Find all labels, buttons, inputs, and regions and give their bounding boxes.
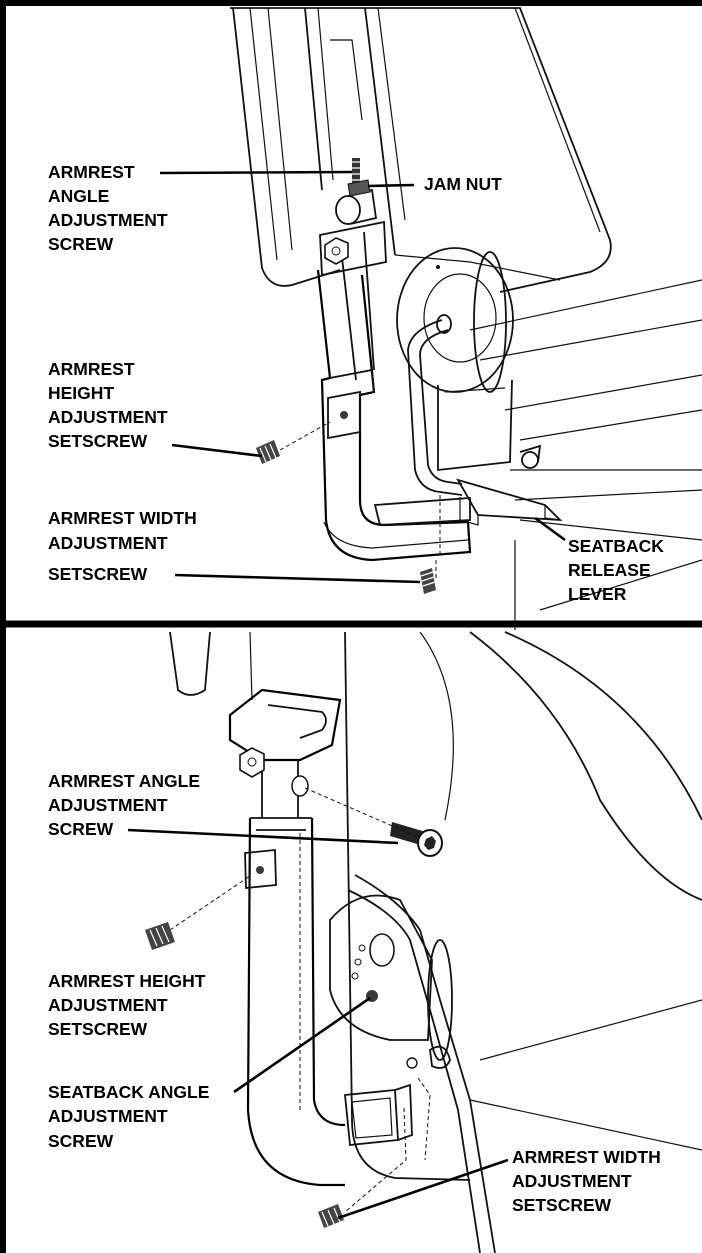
svg-text:ADJUSTMENT: ADJUSTMENT xyxy=(48,210,168,230)
top-label-seatback-release-lever: SEATBACK RELEASE LEVER xyxy=(568,536,664,604)
pin-clip xyxy=(519,444,542,469)
top-leader-release-lever xyxy=(534,516,566,542)
svg-text:RELEASE: RELEASE xyxy=(568,560,651,580)
svg-text:SETSCREW: SETSCREW xyxy=(48,564,148,584)
svg-text:ARMREST: ARMREST xyxy=(48,162,135,182)
top-leader-angle-screw xyxy=(159,170,353,175)
svg-text:JAM NUT: JAM NUT xyxy=(424,174,502,194)
svg-text:SEATBACK ANGLE: SEATBACK ANGLE xyxy=(48,1082,209,1102)
release-lever-rod xyxy=(407,314,563,526)
top-leader-width-setscrew xyxy=(174,573,421,584)
svg-text:ADJUSTMENT: ADJUSTMENT xyxy=(48,533,168,553)
hinge-plate xyxy=(329,894,453,1061)
top-angle-screw xyxy=(335,158,378,225)
bottom-label-armrest-height-setscrew: ARMREST HEIGHT ADJUSTMENT SETSCREW xyxy=(48,971,206,1039)
top-label-armrest-height-setscrew: ARMREST HEIGHT ADJUSTMENT SETSCREW xyxy=(48,359,168,451)
svg-text:ADJUSTMENT: ADJUSTMENT xyxy=(48,995,168,1015)
svg-text:SETSCREW: SETSCREW xyxy=(512,1195,612,1215)
svg-text:LEVER: LEVER xyxy=(568,584,627,604)
bottom-leader-width-setscrew xyxy=(337,1158,509,1220)
top-label-armrest-angle-screw: ARMREST ANGLE ADJUSTMENT SCREW xyxy=(48,162,168,254)
bottom-label-armrest-width-setscrew: ARMREST WIDTH ADJUSTMENT SETSCREW xyxy=(512,1147,661,1215)
top-label-jam-nut: JAM NUT xyxy=(424,174,502,194)
svg-text:ARMREST WIDTH: ARMREST WIDTH xyxy=(512,1147,661,1167)
hinge-disc xyxy=(396,247,514,393)
svg-text:SEATBACK: SEATBACK xyxy=(568,536,664,556)
top-panel-illustration xyxy=(230,7,702,630)
top-leader-height-setscrew xyxy=(171,443,263,458)
svg-text:HEIGHT: HEIGHT xyxy=(48,383,114,403)
svg-text:SETSCREW: SETSCREW xyxy=(48,1019,148,1039)
armrest-j-bracket xyxy=(316,220,472,562)
bottom-leader-angle-screw xyxy=(127,828,399,845)
svg-text:SCREW: SCREW xyxy=(48,819,114,839)
top-leader-jam-nut xyxy=(367,183,415,188)
top-width-setscrew-part xyxy=(420,568,436,594)
svg-text:ANGLE: ANGLE xyxy=(48,186,109,206)
bottom-height-setscrew-part xyxy=(145,922,175,950)
svg-text:ADJUSTMENT: ADJUSTMENT xyxy=(48,407,168,427)
svg-text:ADJUSTMENT: ADJUSTMENT xyxy=(48,1106,168,1126)
svg-text:ADJUSTMENT: ADJUSTMENT xyxy=(48,795,168,815)
svg-text:ADJUSTMENT: ADJUSTMENT xyxy=(512,1171,632,1191)
svg-text:ARMREST ANGLE: ARMREST ANGLE xyxy=(48,771,200,791)
bottom-panel-illustration xyxy=(145,631,702,1253)
top-height-setscrew-part xyxy=(256,440,280,464)
bottom-leader-seatback-angle-screw xyxy=(233,996,371,1094)
svg-text:SCREW: SCREW xyxy=(48,234,114,254)
bottom-label-seatback-angle-screw: SEATBACK ANGLE ADJUSTMENT SCREW xyxy=(48,1082,209,1151)
svg-text:SETSCREW: SETSCREW xyxy=(48,431,148,451)
bottom-width-setscrew-part xyxy=(318,1204,344,1228)
svg-text:SCREW: SCREW xyxy=(48,1131,114,1151)
svg-text:ARMREST HEIGHT: ARMREST HEIGHT xyxy=(48,971,206,991)
top-label-armrest-width-setscrew: ARMREST WIDTH ADJUSTMENT SETSCREW xyxy=(48,508,197,584)
svg-text:ARMREST: ARMREST xyxy=(48,359,135,379)
bottom-label-armrest-angle-screw: ARMREST ANGLE ADJUSTMENT SCREW xyxy=(48,771,200,839)
bottom-angle-screw-part xyxy=(390,822,443,857)
bottom-armrest-bracket xyxy=(228,688,451,1187)
svg-text:ARMREST WIDTH: ARMREST WIDTH xyxy=(48,508,197,528)
